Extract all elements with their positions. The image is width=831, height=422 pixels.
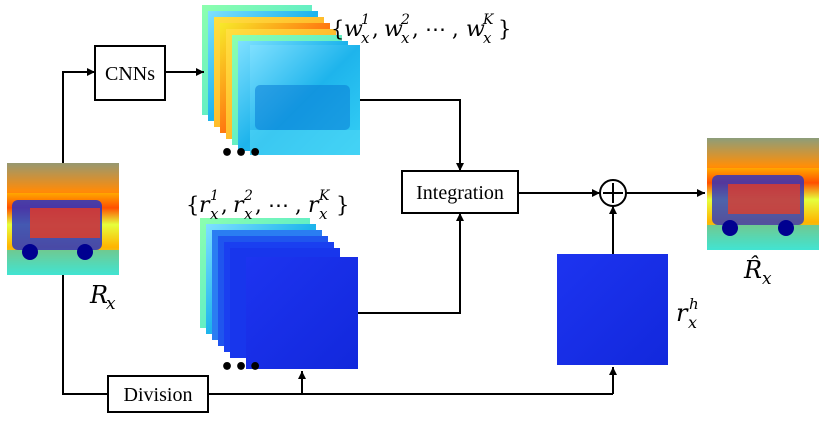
svg-text:K: K [482, 12, 495, 28]
svg-text:r: r [199, 193, 211, 218]
svg-text:2: 2 [243, 188, 253, 204]
svg-text:w: w [384, 17, 403, 42]
svg-text:⋯: ⋯ [268, 193, 289, 217]
svg-text:}: } [336, 193, 349, 217]
svg-text:,: , [452, 17, 459, 41]
svg-text:}: } [498, 17, 511, 41]
svg-text:{: { [186, 193, 199, 217]
svg-text:,: , [255, 193, 262, 217]
weight-map-stack [202, 5, 360, 155]
division-label: Division [124, 384, 193, 406]
svg-text:,: , [372, 17, 379, 41]
residual-stack-dots: ••• [220, 355, 262, 380]
circle-plus-icon [599, 179, 627, 207]
svg-text:x: x [688, 313, 697, 332]
output-image [707, 138, 819, 250]
svg-text:R: R [89, 281, 108, 309]
line-input-to-division [62, 275, 108, 395]
svg-text:w: w [466, 17, 485, 42]
arrow-weights-to-integration [360, 99, 464, 171]
residual-set-label: { r x 1 , r x 2 , ⋯ , r x K } [186, 188, 349, 223]
svg-text:K: K [318, 188, 331, 204]
svg-text:x: x [401, 29, 410, 47]
svg-text:1: 1 [361, 12, 370, 28]
svg-text:x: x [762, 269, 772, 289]
high-frequency-image [557, 254, 668, 365]
arrow-residuals-to-integration [358, 213, 464, 314]
svg-text:x: x [319, 205, 328, 223]
input-image [7, 163, 119, 275]
svg-text:r: r [308, 193, 320, 218]
svg-text:2: 2 [400, 12, 410, 28]
svg-text:x: x [361, 29, 370, 47]
integration-label: Integration [416, 182, 504, 204]
svg-text:R̂: R̂ [743, 256, 762, 284]
high-frequency-label: r x h [676, 295, 699, 332]
connectors [62, 68, 705, 395]
svg-text:1: 1 [210, 188, 219, 204]
input-label: R x [89, 281, 116, 314]
svg-text:h: h [689, 295, 699, 313]
residual-map-stack [200, 218, 358, 369]
svg-text:r: r [676, 299, 689, 327]
svg-text:⋯: ⋯ [425, 17, 446, 41]
weight-stack-dots: ••• [220, 141, 262, 166]
svg-text:w: w [344, 17, 363, 42]
arrow-input-to-cnns [62, 68, 95, 163]
weights-set-label: { w x 1 , w x 2 , ⋯ , w x K } [331, 12, 511, 47]
svg-text:,: , [412, 17, 419, 41]
svg-text:,: , [295, 193, 302, 217]
svg-text:x: x [483, 29, 492, 47]
svg-text:,: , [221, 193, 228, 217]
output-label: R̂ x [743, 256, 772, 289]
cnns-label: CNNs [105, 63, 155, 85]
svg-text:x: x [210, 205, 219, 223]
svg-text:x: x [106, 294, 116, 314]
svg-text:x: x [244, 205, 253, 223]
svg-text:{: { [331, 17, 344, 41]
svg-text:r: r [233, 193, 245, 218]
